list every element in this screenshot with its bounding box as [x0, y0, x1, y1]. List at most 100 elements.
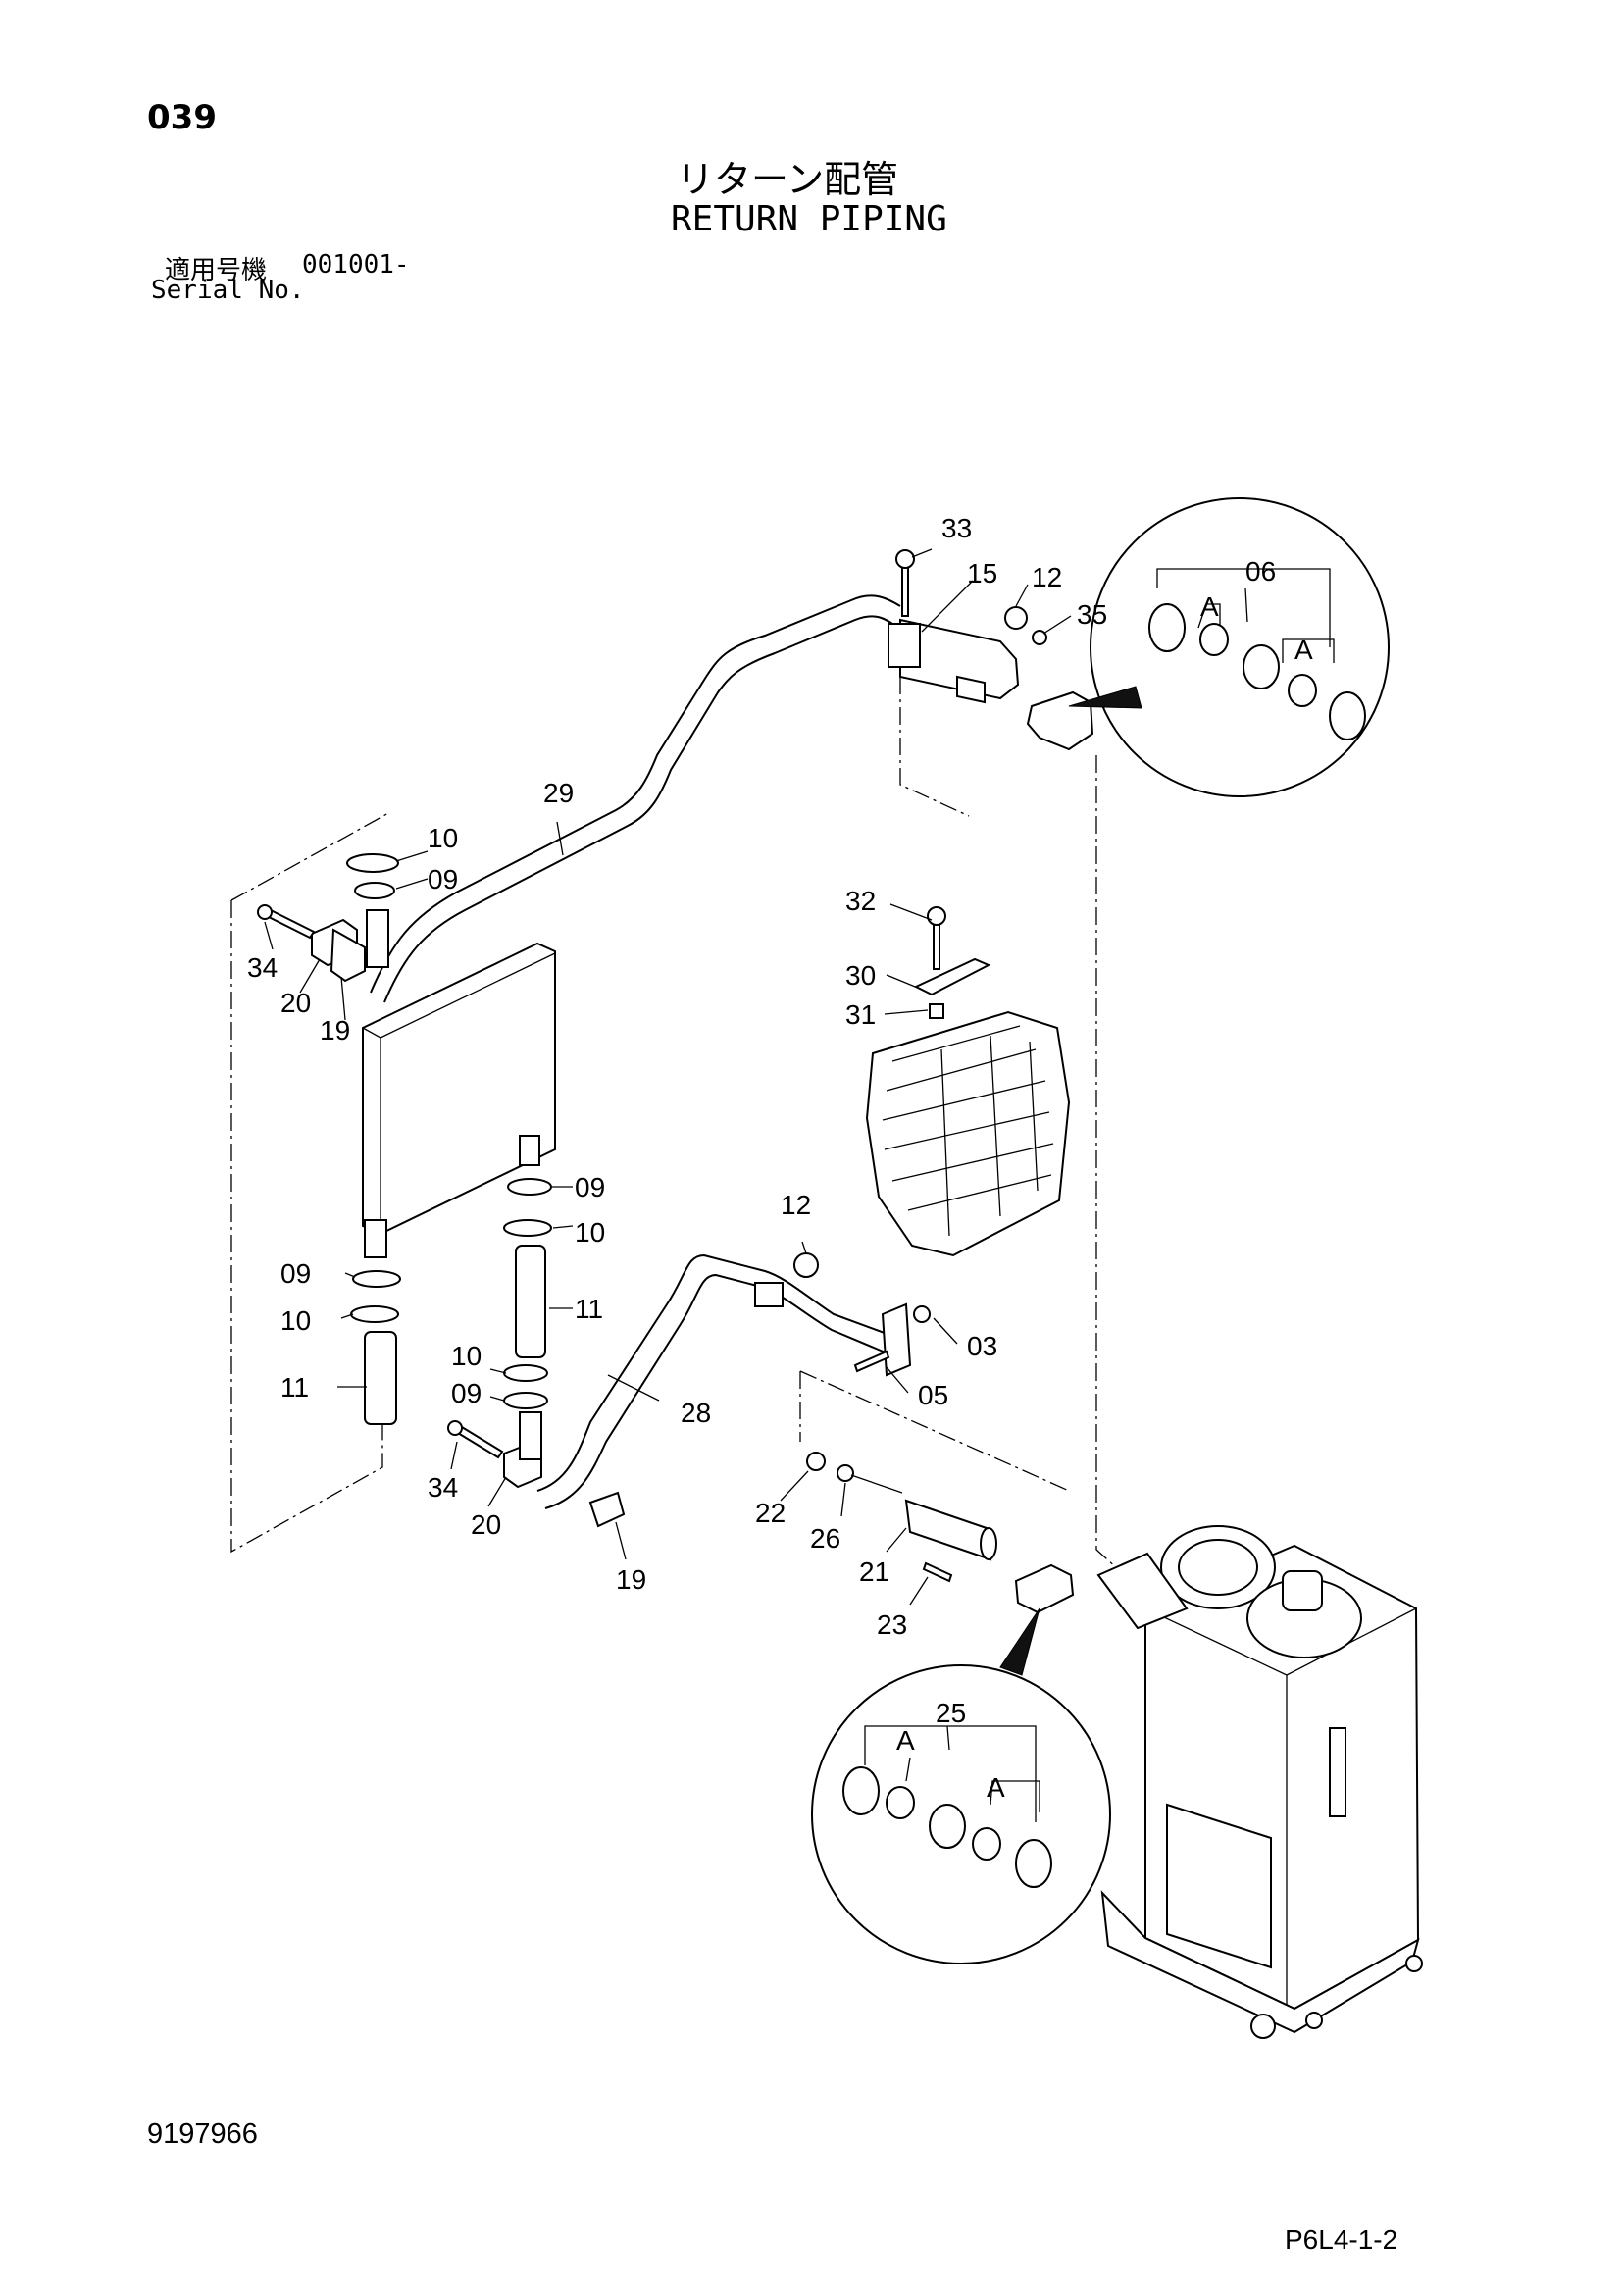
callout-33: 33	[941, 513, 972, 543]
return-pipe-29	[370, 594, 901, 994]
callout-03: 03	[967, 1331, 997, 1361]
callout-26: 26	[810, 1523, 840, 1554]
tank-foot-1	[1250, 2014, 1276, 2039]
detail-25-seal	[929, 1804, 966, 1849]
oil-cooler-face	[362, 952, 556, 1234]
detail-25-ring-a2	[972, 1827, 1001, 1861]
hose-11-left	[364, 1331, 397, 1425]
bolt-32-head	[927, 906, 946, 926]
plate-30	[913, 957, 991, 996]
clamp-10-top	[346, 853, 399, 873]
bolt-32	[933, 919, 940, 970]
callout-21: 21	[859, 1556, 889, 1587]
plug-12-top	[1004, 606, 1028, 630]
bolt-05	[853, 1350, 890, 1373]
pipe-15-block	[888, 623, 921, 668]
bolt-33	[901, 564, 909, 617]
callout-09-mid: 09	[575, 1172, 605, 1202]
hose-11-middle	[515, 1245, 546, 1358]
clamp-09-top	[354, 882, 395, 899]
pipe-28-bracket	[754, 1282, 784, 1307]
callout-10-lower: 10	[451, 1341, 482, 1371]
title-japanese: リターン配管	[677, 158, 899, 201]
tank-top-edge	[1144, 1607, 1417, 2009]
serial-label-japanese: 適用号機	[165, 256, 268, 285]
callout-15: 15	[967, 558, 997, 588]
callout-32: 32	[845, 886, 876, 916]
tank-base	[1100, 1890, 1420, 2034]
tank-breather-cap	[1282, 1570, 1323, 1611]
callout-12-mid: 12	[781, 1190, 811, 1220]
cooler-side-tube	[519, 1135, 540, 1166]
return-pipe-28-edge	[544, 1273, 893, 1509]
callout-10-left: 10	[280, 1305, 311, 1336]
strainer-21-end	[980, 1527, 997, 1560]
detail-06-seal	[1243, 644, 1280, 689]
callout-19-bottom: 19	[616, 1564, 646, 1595]
callout-20-bottom: 20	[471, 1509, 501, 1540]
bracket-19-bottom	[588, 1491, 626, 1528]
detail-25-clamp-right	[1015, 1839, 1052, 1888]
tank-cover-inner	[1178, 1539, 1258, 1596]
o-ring-35	[1032, 630, 1047, 645]
callout-a-06-right: A	[1294, 635, 1313, 665]
callout-11-left: 11	[280, 1372, 309, 1403]
leader-lines	[264, 548, 1248, 1751]
return-pipe-28	[536, 1253, 893, 1492]
callout-22: 22	[755, 1498, 786, 1528]
pipe-28-flange	[881, 1302, 912, 1377]
detail-06-ring-a2	[1288, 674, 1317, 707]
tank-guide-line	[1095, 755, 1119, 1570]
clamp-09-left	[352, 1270, 401, 1288]
bolt-34-bottom-head	[447, 1420, 463, 1436]
strainer-rod	[850, 1474, 903, 1494]
flange-clamp-25	[1014, 1563, 1075, 1614]
callout-09-top: 09	[428, 864, 458, 894]
plug-26	[837, 1464, 854, 1482]
document-number: 9197966	[147, 2118, 258, 2150]
tank-side-plate	[1166, 1803, 1272, 1969]
detail-circle-06	[1090, 497, 1390, 797]
callout-10-top: 10	[428, 823, 458, 853]
callout-23: 23	[877, 1609, 907, 1640]
callout-30: 30	[845, 960, 876, 991]
bolt-23	[922, 1561, 953, 1583]
cooler-outlet-tube	[364, 1219, 387, 1258]
callout-05: 05	[918, 1380, 948, 1410]
detail-06-pointer	[1068, 686, 1142, 709]
detail-25-pointer	[999, 1607, 1040, 1676]
title-english: RETURN PIPING	[671, 199, 947, 239]
detail-25-clamp-left	[842, 1766, 880, 1815]
return-pipe-29-edge	[383, 615, 899, 1003]
callout-06: 06	[1245, 556, 1276, 587]
detail-06-bracket	[1156, 568, 1335, 663]
control-valve	[865, 1010, 1071, 1257]
callout-31: 31	[845, 999, 876, 1030]
bolt-34-top-head	[257, 904, 273, 920]
plug-12-mid	[793, 1252, 819, 1278]
pipe-assembly-15	[899, 618, 1020, 700]
strainer-frame	[799, 1370, 1070, 1492]
clamp-09-lower	[503, 1392, 548, 1409]
detail-25-bracket	[864, 1725, 1040, 1822]
o-ring-03	[913, 1305, 931, 1323]
page-number: 039	[147, 98, 217, 137]
serial-range: 001001-	[302, 250, 410, 280]
tank-foot-2	[1305, 2012, 1323, 2029]
callout-29: 29	[543, 778, 574, 808]
detail-25-ring-a1	[886, 1786, 915, 1819]
sight-gauge	[1329, 1727, 1346, 1817]
clamp-10-left	[350, 1305, 399, 1323]
oil-cooler	[362, 942, 556, 1236]
o-ring-22	[806, 1452, 826, 1471]
spacer-31	[929, 1003, 944, 1019]
callout-28: 28	[681, 1398, 711, 1428]
callout-20-top: 20	[280, 988, 311, 1018]
callout-a-25-right: A	[987, 1772, 1005, 1803]
callout-12-top: 12	[1032, 562, 1062, 592]
clamp-10-mid	[503, 1219, 552, 1237]
valve-to-pipe-guide	[899, 677, 970, 817]
callout-a-06-left: A	[1200, 591, 1219, 622]
strainer-21	[904, 1499, 992, 1561]
callout-11-mid: 11	[575, 1294, 603, 1324]
